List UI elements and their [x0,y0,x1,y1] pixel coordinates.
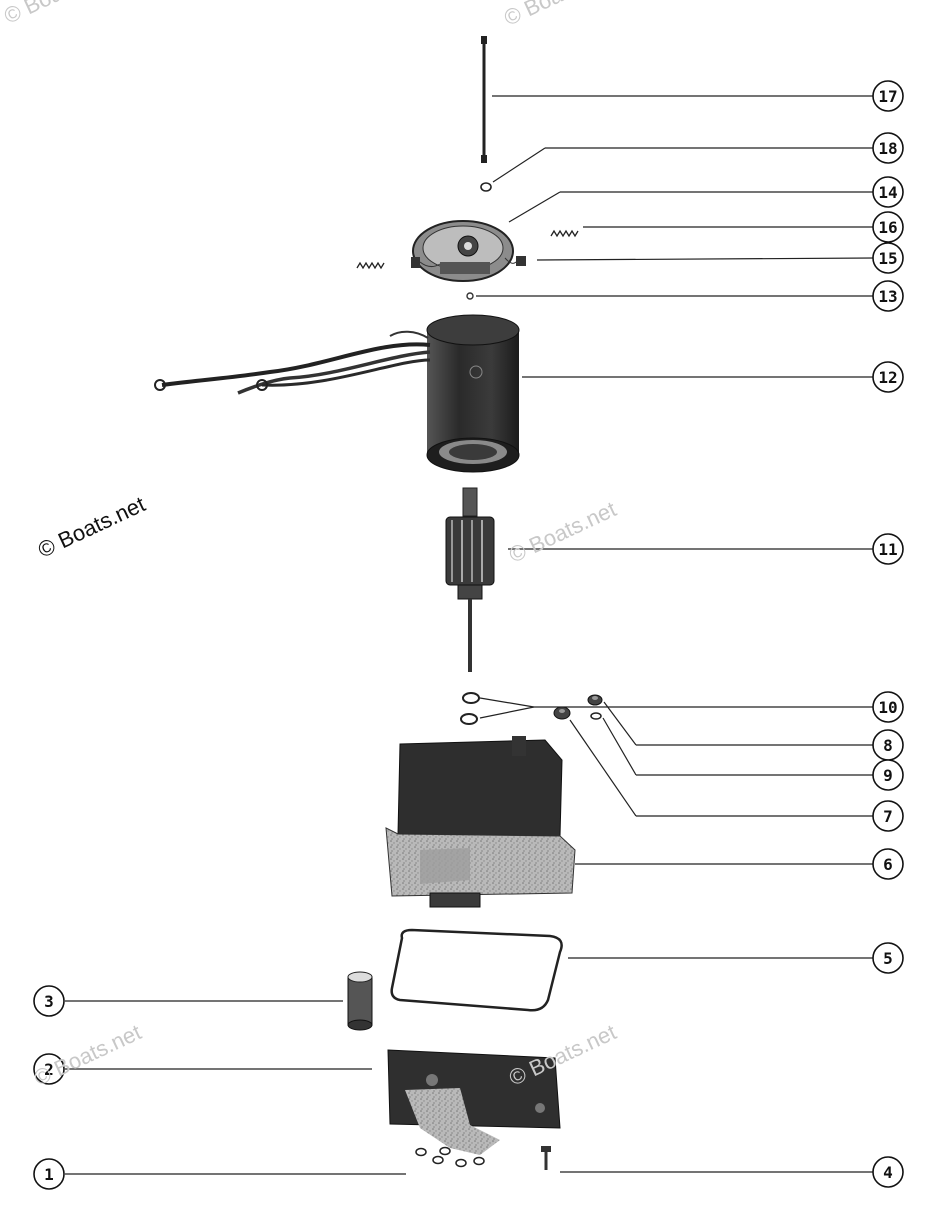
callout-15: 15 [872,242,904,274]
callout-18: 18 [872,132,904,164]
callout-17: 17 [872,80,904,112]
callout-label: 4 [883,1163,893,1182]
callout-label: 10 [878,698,897,717]
part-8-grommet [587,694,603,706]
part-10-washers [460,692,480,725]
callout-circle [872,280,904,312]
callout-6: 6 [872,848,904,880]
callout-12: 12 [872,361,904,393]
callout-circle [872,361,904,393]
callout-label: 15 [878,249,897,268]
callout-1: 1 [33,1158,65,1190]
callout-circle [872,176,904,208]
callout-label: 7 [883,807,893,826]
callout-8: 8 [872,729,904,761]
part-11-armature [445,487,495,672]
callout-7: 7 [872,800,904,832]
callout-label: 9 [883,766,893,785]
part-15-brushes [411,256,526,268]
callout-3: 3 [33,985,65,1017]
callout-label: 14 [878,183,897,202]
callout-label: 17 [878,87,897,106]
part-18-washer [480,182,492,192]
callout-circle [33,1158,65,1190]
part-2-cover-plate [387,1049,561,1155]
part-6-housing [385,736,576,908]
callout-circle [872,848,904,880]
callout-label: 1 [44,1165,54,1184]
callout-circle [872,1156,904,1188]
callout-label: 3 [44,992,54,1011]
callout-label: 11 [878,540,897,559]
callout-label: 6 [883,855,893,874]
callout-label: 2 [44,1060,54,1079]
callout-4: 4 [872,1156,904,1188]
part-14-brush-plate [412,220,514,282]
part-3-cylinder [347,971,373,1031]
callout-13: 13 [872,280,904,312]
callout-14: 14 [872,176,904,208]
leader-lines [65,95,875,1175]
callout-10: 10 [872,691,904,723]
callout-circle [33,985,65,1017]
callout-16: 16 [872,211,904,243]
callout-circle [33,1053,65,1085]
callout-circle [872,242,904,274]
part-5-gasket [390,928,563,1012]
callout-circle [872,132,904,164]
callout-label: 12 [878,368,897,387]
callout-circle [872,942,904,974]
callout-11: 11 [872,533,904,565]
part-13-washer [466,292,474,300]
callout-circle [872,211,904,243]
callout-label: 5 [883,949,893,968]
callout-circle [872,691,904,723]
callout-label: 8 [883,736,893,755]
callout-circle [872,80,904,112]
callout-label: 16 [878,218,897,237]
callout-circle [872,800,904,832]
callout-5: 5 [872,942,904,974]
callout-label: 18 [878,139,897,158]
callout-circle [872,533,904,565]
part-1-o-rings [415,1146,485,1168]
part-7-grommet [553,706,571,720]
part-4-screw [541,1146,551,1170]
part-12-motor-frame [154,314,520,473]
part-17-rod [481,36,487,163]
callout-9: 9 [872,759,904,791]
part-16-springs [356,229,579,270]
callout-circle [872,759,904,791]
callout-2: 2 [33,1053,65,1085]
part-9-washer [590,712,602,720]
callout-label: 13 [878,287,897,306]
